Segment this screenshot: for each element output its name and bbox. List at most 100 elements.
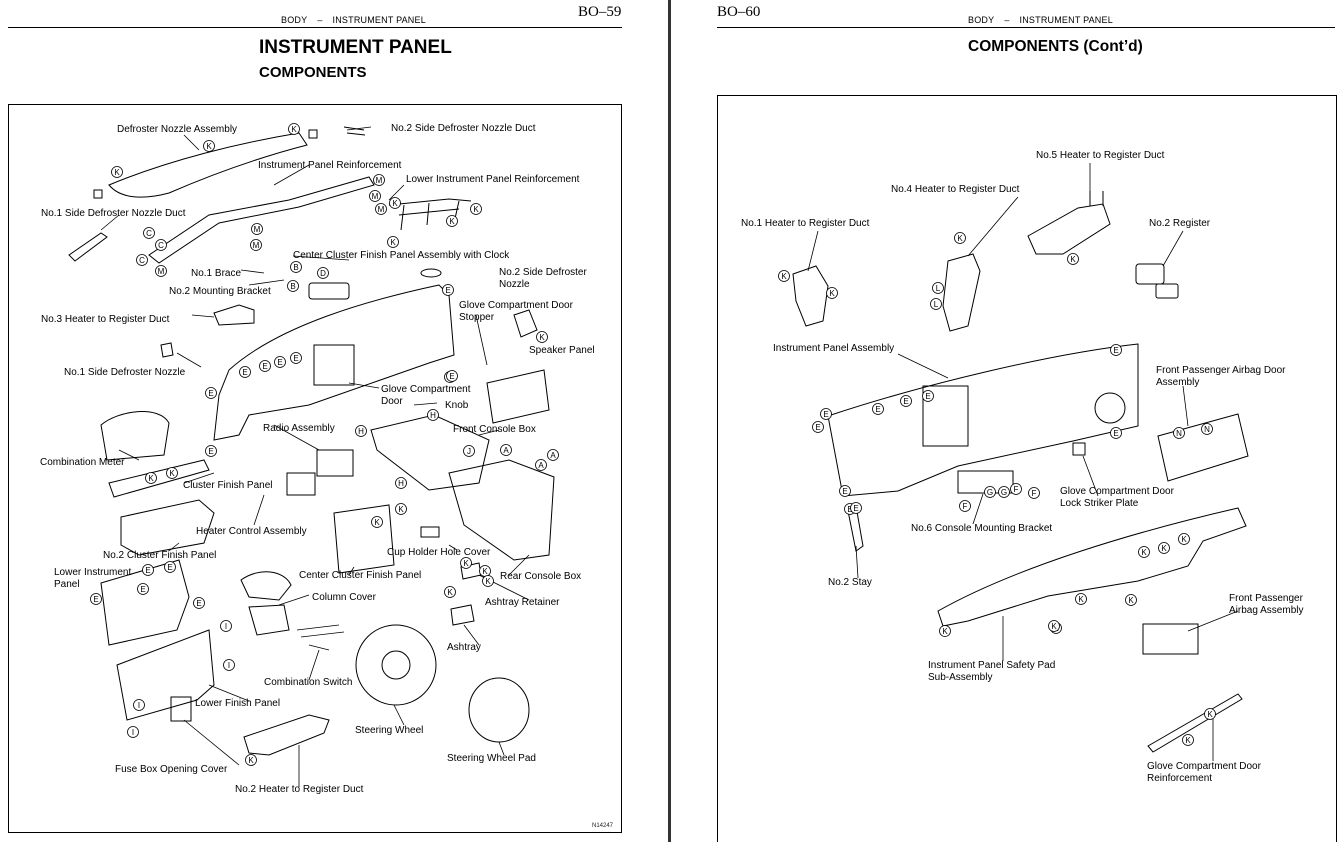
svg-text:K: K bbox=[248, 756, 254, 765]
svg-text:E: E bbox=[1113, 429, 1118, 438]
svg-text:E: E bbox=[262, 362, 267, 371]
svg-text:E: E bbox=[853, 504, 858, 513]
callout-marker: E bbox=[239, 366, 251, 378]
label-instrument-panel-assembly: Instrument Panel Assembly bbox=[773, 343, 895, 354]
label-front-passenger-airbag-assembly-line2: Airbag Assembly bbox=[1229, 605, 1304, 616]
callout-marker: M bbox=[250, 239, 262, 251]
label-cup-holder-hole-cover: Cup Holder Hole Cover bbox=[387, 547, 491, 558]
callout-marker: I bbox=[223, 659, 235, 671]
svg-text:E: E bbox=[293, 354, 298, 363]
label-no2-register: No.2 Register bbox=[1149, 218, 1211, 229]
label-cluster-finish-panel: Cluster Finish Panel bbox=[183, 480, 273, 491]
svg-text:J: J bbox=[467, 447, 471, 456]
svg-text:K: K bbox=[1185, 736, 1191, 745]
svg-text:E: E bbox=[242, 368, 247, 377]
page-title: INSTRUMENT PANEL bbox=[259, 37, 452, 58]
svg-text:K: K bbox=[473, 205, 479, 214]
no5-duct-neck bbox=[1089, 191, 1104, 206]
callout-marker: K bbox=[371, 516, 383, 528]
label-combination-meter: Combination Meter bbox=[40, 457, 125, 468]
label-center-cluster-finish-panel: Center Cluster Finish Panel bbox=[299, 570, 422, 581]
callout-marker: K bbox=[446, 215, 458, 227]
callout-marker: M bbox=[251, 223, 263, 235]
center-cluster-finish-panel-part bbox=[333, 504, 395, 574]
svg-text:K: K bbox=[1161, 544, 1167, 553]
callout-marker: E bbox=[164, 561, 176, 573]
label-instrument-panel-safety-pad-line2: Sub-Assembly bbox=[928, 672, 993, 683]
label-no2-heater-to-register-duct: No.2 Heater to Register Duct bbox=[235, 784, 364, 795]
label-glove-compartment-door-stopper: Glove Compartment Door bbox=[459, 300, 573, 311]
label-lower-instrument-panel-line2: Panel bbox=[54, 579, 80, 590]
component-callouts: KKKMMMKKKKCCCMMMBBDEEEEEEEEKEHHJHAAAKKKK… bbox=[90, 123, 559, 766]
airbag-door-part bbox=[1157, 413, 1249, 482]
callout-marker: F bbox=[1028, 487, 1040, 499]
callout-marker: E bbox=[137, 583, 149, 595]
label-defroster-nozzle-assembly: Defroster Nozzle Assembly bbox=[117, 124, 238, 135]
callout-marker: K bbox=[460, 557, 472, 569]
svg-text:K: K bbox=[539, 333, 545, 342]
no3-duct-part bbox=[213, 304, 255, 326]
panel-opening bbox=[313, 344, 355, 386]
label-front-passenger-airbag-door: Front Passenger Airbag Door bbox=[1156, 365, 1286, 376]
callout-marker: K bbox=[479, 565, 491, 577]
callout-marker: K bbox=[389, 197, 401, 209]
callout-marker: K bbox=[288, 123, 300, 135]
label-glove-compartment-door-reinforcement: Glove Compartment Door bbox=[1147, 761, 1261, 772]
label-front-console-box: Front Console Box bbox=[453, 424, 536, 435]
svg-text:D: D bbox=[320, 269, 326, 278]
page-number: BO–60 bbox=[717, 4, 761, 20]
callout-marker: A bbox=[500, 444, 512, 456]
callout-marker: K bbox=[203, 140, 215, 152]
callout-marker: I bbox=[133, 699, 145, 711]
callout-marker: E bbox=[839, 485, 851, 497]
callout-marker: K bbox=[1158, 542, 1170, 554]
callout-marker: E bbox=[142, 564, 154, 576]
svg-text:K: K bbox=[392, 199, 398, 208]
callout-marker: E bbox=[850, 502, 862, 514]
callout-marker: K bbox=[1204, 708, 1216, 720]
svg-text:F: F bbox=[963, 502, 968, 511]
callout-marker: E bbox=[274, 356, 286, 368]
svg-text:E: E bbox=[167, 563, 172, 572]
callout-marker: M bbox=[369, 190, 381, 202]
callout-marker: K bbox=[1138, 546, 1150, 558]
callout-marker: E bbox=[922, 390, 934, 402]
callout-marker: E bbox=[446, 370, 458, 382]
steering-wheel-hub bbox=[381, 650, 411, 680]
label-lower-instrument-panel-reinforcement: Lower Instrument Panel Reinforcement bbox=[406, 174, 580, 185]
callout-marker: I bbox=[127, 726, 139, 738]
callout-marker: E bbox=[1110, 427, 1122, 439]
label-knob: Knob bbox=[445, 400, 469, 411]
svg-text:H: H bbox=[398, 479, 404, 488]
callout-marker: K bbox=[826, 287, 838, 299]
label-rear-console-box: Rear Console Box bbox=[500, 571, 582, 582]
components-diagram-left: KKKMMMKKKKCCCMMMBBDEEEEEEEEKEHHJHAAAKKKK… bbox=[8, 104, 622, 833]
callout-marker: I bbox=[220, 620, 232, 632]
svg-text:E: E bbox=[208, 389, 213, 398]
callout-marker: K bbox=[111, 166, 123, 178]
svg-text:B: B bbox=[290, 282, 295, 291]
svg-text:K: K bbox=[1078, 595, 1084, 604]
callout-marker: K bbox=[470, 203, 482, 215]
label-column-cover: Column Cover bbox=[312, 592, 376, 603]
svg-text:G: G bbox=[1001, 488, 1007, 497]
callout-marker: A bbox=[535, 459, 547, 471]
label-speaker-panel: Speaker Panel bbox=[529, 345, 595, 356]
callout-marker: B bbox=[290, 261, 302, 273]
svg-text:E: E bbox=[145, 566, 150, 575]
svg-text:L: L bbox=[934, 300, 939, 309]
striker-plate-part bbox=[1072, 442, 1086, 456]
speaker-panel-part bbox=[513, 309, 538, 338]
svg-text:I: I bbox=[132, 728, 134, 737]
leader-lines bbox=[807, 163, 1239, 761]
callout-marker: K bbox=[1048, 620, 1060, 632]
callout-marker: L bbox=[930, 298, 942, 310]
label-no5-heater-to-register-duct: No.5 Heater to Register Duct bbox=[1036, 150, 1165, 161]
svg-text:K: K bbox=[398, 505, 404, 514]
svg-text:K: K bbox=[447, 588, 453, 597]
running-head-section: BODY bbox=[968, 15, 995, 25]
no2-register-bezel bbox=[1155, 283, 1179, 299]
panel-reinforcement-part bbox=[148, 176, 375, 264]
label-steering-wheel: Steering Wheel bbox=[355, 725, 424, 736]
label-glove-compartment-door-lock-striker-plate: Glove Compartment Door bbox=[1060, 486, 1174, 497]
